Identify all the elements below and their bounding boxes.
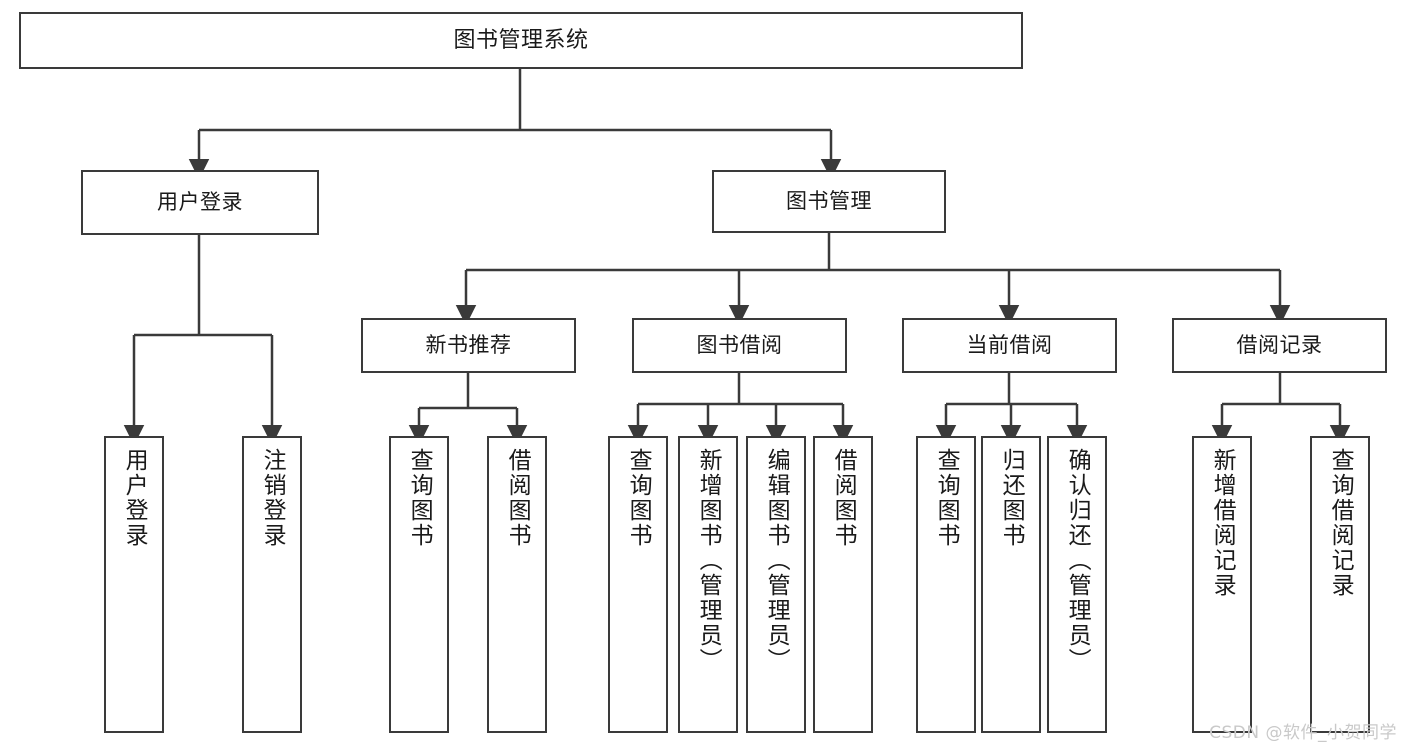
node-leaf-cur-confirm-return-label: 确认归还（管理员） xyxy=(1064,448,1091,673)
node-leaf-borrow-borrow-book-label: 借阅图书 xyxy=(830,448,857,548)
node-leaf-borrow-add-book[interactable]: 新增图书（管理员） xyxy=(678,436,738,733)
node-new-book-recommend[interactable]: 新书推荐 xyxy=(361,318,576,373)
node-leaf-rec-add-record[interactable]: 新增借阅记录 xyxy=(1192,436,1252,733)
node-leaf-rec-borrow-book[interactable]: 借阅图书 xyxy=(487,436,547,733)
node-leaf-user-login[interactable]: 用户登录 xyxy=(104,436,164,733)
node-current-borrow[interactable]: 当前借阅 xyxy=(902,318,1117,373)
node-root-label: 图书管理系统 xyxy=(453,27,589,53)
node-leaf-cur-return-book-label: 归还图书 xyxy=(998,448,1025,548)
node-book-borrow-label: 图书借阅 xyxy=(696,333,783,358)
node-leaf-rec-query-record-label: 查询借阅记录 xyxy=(1327,448,1354,598)
node-leaf-cur-query-book[interactable]: 查询图书 xyxy=(916,436,976,733)
node-leaf-user-logout[interactable]: 注销登录 xyxy=(242,436,302,733)
csdn-watermark: CSDN @软件_小贺同学 xyxy=(1209,723,1397,743)
node-new-book-recommend-label: 新书推荐 xyxy=(425,333,512,358)
node-leaf-borrow-query-book-label: 查询图书 xyxy=(625,448,652,548)
node-root[interactable]: 图书管理系统 xyxy=(19,12,1023,69)
node-leaf-cur-query-book-label: 查询图书 xyxy=(933,448,960,548)
node-book-borrow[interactable]: 图书借阅 xyxy=(632,318,847,373)
node-leaf-borrow-query-book[interactable]: 查询图书 xyxy=(608,436,668,733)
node-user-login-label: 用户登录 xyxy=(157,190,243,215)
node-leaf-borrow-edit-book[interactable]: 编辑图书（管理员） xyxy=(746,436,806,733)
node-leaf-rec-query-book-label: 查询图书 xyxy=(406,448,433,548)
node-leaf-user-login-label: 用户登录 xyxy=(121,448,148,548)
node-book-manage-label: 图书管理 xyxy=(786,189,872,214)
node-user-login[interactable]: 用户登录 xyxy=(81,170,319,235)
node-leaf-rec-borrow-book-label: 借阅图书 xyxy=(504,448,531,548)
node-leaf-borrow-add-book-label: 新增图书（管理员） xyxy=(695,448,722,673)
node-leaf-rec-query-record[interactable]: 查询借阅记录 xyxy=(1310,436,1370,733)
node-leaf-rec-add-record-label: 新增借阅记录 xyxy=(1209,448,1236,598)
node-borrow-record[interactable]: 借阅记录 xyxy=(1172,318,1387,373)
node-borrow-record-label: 借阅记录 xyxy=(1236,333,1323,358)
node-leaf-cur-confirm-return[interactable]: 确认归还（管理员） xyxy=(1047,436,1107,733)
node-book-manage[interactable]: 图书管理 xyxy=(712,170,946,233)
node-leaf-user-logout-label: 注销登录 xyxy=(259,448,286,548)
node-leaf-borrow-edit-book-label: 编辑图书（管理员） xyxy=(763,448,790,673)
node-current-borrow-label: 当前借阅 xyxy=(966,333,1053,358)
node-leaf-cur-return-book[interactable]: 归还图书 xyxy=(981,436,1041,733)
node-leaf-rec-query-book[interactable]: 查询图书 xyxy=(389,436,449,733)
node-leaf-borrow-borrow-book[interactable]: 借阅图书 xyxy=(813,436,873,733)
